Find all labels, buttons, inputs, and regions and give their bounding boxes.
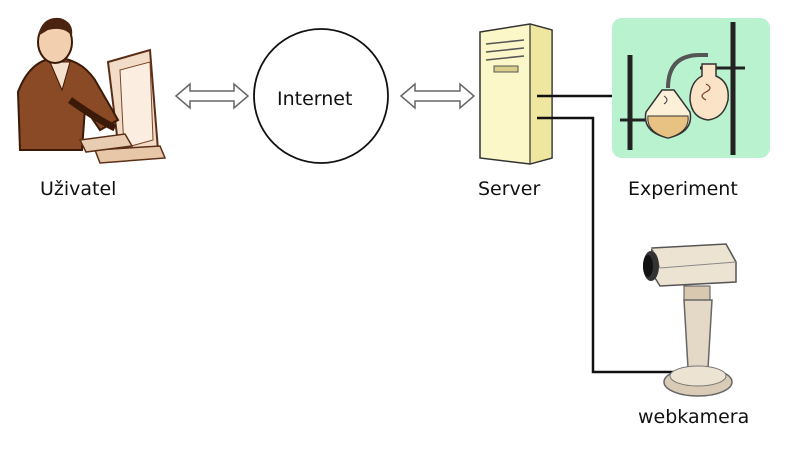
experiment-label: Experiment [628,178,738,200]
bidirectional-arrow-icon [174,82,250,110]
server-tower-icon [479,23,553,165]
bidirectional-arrow-icon [399,82,476,110]
connection-lines [537,94,700,374]
security-camera-icon [643,243,737,397]
webcam-label: webkamera [638,406,750,428]
user-label: Uživatel [40,178,117,200]
server-label: Server [478,178,541,200]
internet-node [253,28,389,164]
lab-flask-icon [612,18,770,158]
internet-label: Internet [277,88,353,110]
person-at-computer-icon [16,17,167,164]
